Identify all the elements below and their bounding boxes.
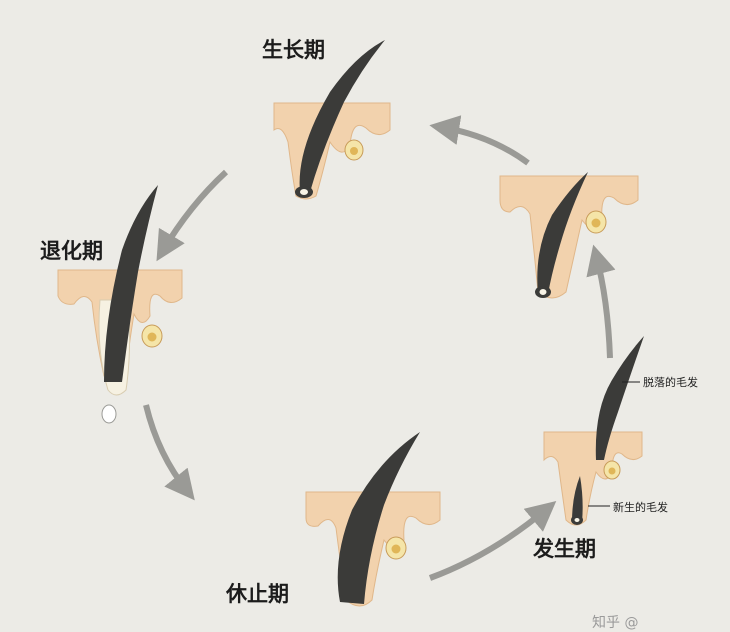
telogen-follicle [305,432,441,607]
re-growth-follicle [499,172,639,299]
label-telogen: 休止期 [226,582,289,606]
label-anagen: 生长期 [262,38,325,62]
arrow-anagen-to-catagen [156,169,229,262]
label-catagen: 退化期 [40,239,103,263]
annotation-shedding-hair: 脱落的毛发 [643,376,698,389]
arrow-catagen-to-telogen [143,404,195,501]
watermark: 知乎 @ [592,615,639,631]
label-early-anagen: 发生期 [533,537,596,561]
anagen-follicle [273,40,391,200]
arrow-telogen-to-early-anagen [428,501,557,581]
arrow-early-anagen-to-growth [586,244,616,359]
arrow-growth-to-anagen [429,115,530,166]
annotation-new-hair: 新生的毛发 [613,501,668,514]
catagen-follicle [57,185,183,424]
early-anagen-follicle [543,336,644,526]
